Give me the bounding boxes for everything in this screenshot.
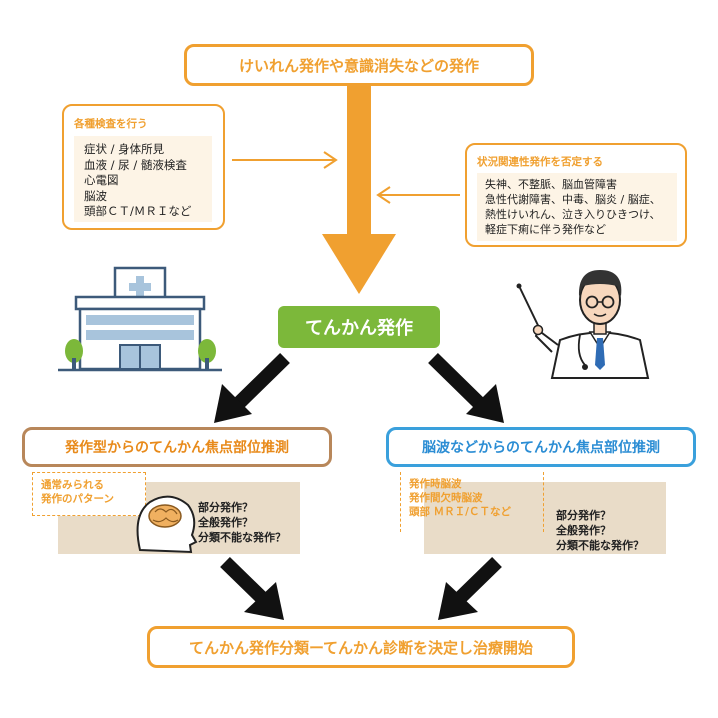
usual-pattern-line: 通常みられる: [41, 479, 104, 491]
eeg-tests-line: 発作時脳波: [409, 478, 462, 490]
unclassified-seizure-question: 分類不能な発作？: [198, 531, 286, 544]
rule-out-item: 軽症下痢に伴う発作など: [485, 223, 606, 236]
black-arrow-to-right: [428, 352, 504, 423]
rule-out-item: 熱性けいれん、泣き入りひきつけ、: [485, 208, 661, 221]
generalized-seizure-question: 全般発作？: [556, 524, 611, 537]
eeg-tests-line: 発作間欠時脳波: [409, 492, 483, 504]
top-symptom-text: けいれん発作や意識消失などの発作: [238, 56, 479, 75]
eeg-focus-box: 脳波などからのてんかん焦点部位推測: [386, 427, 696, 467]
main-arrow-shaft: [347, 86, 371, 236]
rule-out-list: 失神、不整脈、脳血管障害 急性代謝障害、中毒、脳炎 / 脳症、 熱性けいれん、泣…: [477, 173, 677, 241]
examinations-item: 血液 / 尿 / 髄液検査: [84, 157, 187, 172]
rule-out-item: 急性代謝障害、中毒、脳炎 / 脳症、: [485, 193, 661, 206]
black-arrow-to-left: [214, 352, 290, 423]
generalized-seizure-question: 全般発作？: [198, 516, 253, 529]
black-arrow-left-to-bottom: [220, 556, 284, 620]
main-arrow-head: [322, 234, 396, 294]
diagnosis-treatment-box: てんかん発作分類ーてんかん診断を決定し治療開始: [147, 626, 575, 668]
eeg-focus-title: 脳波などからのてんかん焦点部位推測: [422, 440, 660, 456]
rule-out-title: 状況関連性発作を否定する: [477, 156, 603, 168]
top-symptom-box: けいれん発作や意識消失などの発作: [184, 44, 534, 86]
examinations-item: 症状 / 身体所見: [84, 142, 165, 156]
eeg-panel: [424, 482, 666, 554]
partial-seizure-question: 部分発作？: [556, 509, 611, 522]
left-thin-arrow-head: [323, 151, 338, 169]
black-arrow-right-to-bottom: [438, 556, 502, 620]
epileptic-seizure-box: てんかん発作: [278, 306, 440, 348]
rule-out-item: 失神、不整脈、脳血管障害: [485, 178, 617, 191]
eeg-questions: 部分発作？ 全般発作？ 分類不能な発作？: [556, 508, 644, 553]
seizure-type-focus-box: 発作型からのてんかん焦点部位推測: [22, 427, 332, 467]
examinations-item: 脳波: [84, 188, 107, 203]
diagnosis-treatment-text: てんかん発作分類ーてんかん診断を決定し治療開始: [188, 638, 534, 657]
usual-pattern-line: 発作のパターン: [41, 493, 114, 505]
epileptic-seizure-text: てんかん発作: [305, 318, 413, 339]
eeg-tests-note: 発作時脳波 発作間欠時脳波 頭部 ＭＲＩ/ＣＴなど: [400, 472, 544, 532]
examinations-list: 症状 / 身体所見 血液 / 尿 / 髄液検査 心電図 脳波 頭部ＣＴ/ＭＲＩな…: [74, 136, 212, 222]
eeg-tests-line: 頭部 ＭＲＩ/ＣＴなど: [409, 506, 511, 518]
examinations-item: 頭部ＣＴ/ＭＲＩなど: [84, 204, 192, 218]
seizure-type-questions: 部分発作？ 全般発作？ 分類不能な発作？: [198, 500, 286, 545]
seizure-type-focus-title: 発作型からのてんかん焦点部位推測: [65, 440, 289, 456]
right-thin-arrow-head: [376, 186, 391, 204]
examinations-box: 各種検査を行う 症状 / 身体所見 血液 / 尿 / 髄液検査 心電図 脳波 頭…: [62, 104, 225, 230]
partial-seizure-question: 部分発作？: [198, 501, 253, 514]
examinations-item: 心電図: [84, 173, 119, 187]
rule-out-box: 状況関連性発作を否定する 失神、不整脈、脳血管障害 急性代謝障害、中毒、脳炎 /…: [465, 143, 687, 247]
examinations-title: 各種検査を行う: [74, 118, 148, 130]
usual-pattern-note: 通常みられる 発作のパターン: [32, 472, 146, 516]
unclassified-seizure-question: 分類不能な発作？: [556, 539, 644, 552]
